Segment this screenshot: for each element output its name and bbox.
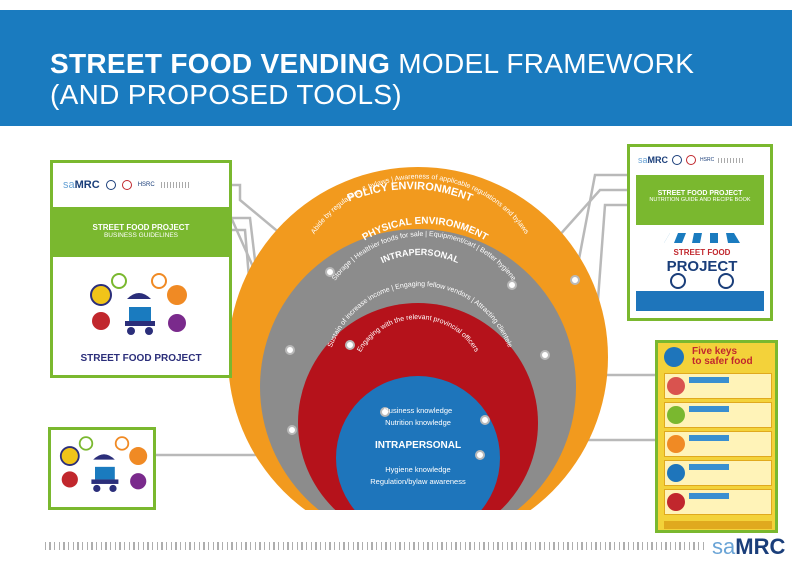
title-line2: (AND PROPOSED TOOLS) [50, 79, 402, 110]
barcode-strip-right [718, 157, 745, 163]
university-crest-icon-right [672, 155, 683, 165]
cart-logo-top: STREET FOOD [674, 248, 731, 257]
right-card-band-subtitle: NUTRITION GUIDE AND RECIPE BOOK [649, 197, 751, 203]
nutrition-guide-card[interactable]: saMRC HSRC STREET FOOD PROJECT NUTRITION… [627, 144, 773, 321]
header-banner: STREET FOOD VENDING MODEL FRAMEWORK (AND… [0, 10, 792, 126]
cook-thoroughly-icon [667, 435, 685, 453]
core-line2: Nutrition knowledge [385, 418, 451, 427]
right-card-green-band: STREET FOOD PROJECT NUTRITION GUIDE AND … [636, 175, 764, 225]
core-title: INTRAPERSONAL [375, 440, 461, 451]
core-line4: Regulation/bylaw awareness [370, 477, 466, 486]
card-band-title: STREET FOOD PROJECT [92, 223, 190, 232]
ring-core [336, 376, 500, 540]
right-card-band-title: STREET FOOD PROJECT [657, 190, 743, 197]
hsrc-logo: HSRC [137, 182, 155, 188]
street-food-project-brand: STREET FOOD PROJECT [80, 353, 202, 364]
title-rest: MODEL FRAMEWORK [390, 48, 695, 79]
footer-samrc-logo: saMRC [712, 534, 786, 559]
page-title: STREET FOOD VENDING MODEL FRAMEWORK (AND… [50, 48, 694, 110]
title-bold: STREET FOOD VENDING [50, 48, 391, 79]
separate-raw-cooked-icon [667, 406, 685, 424]
right-card-blue-footer [636, 291, 764, 311]
business-guidelines-card[interactable]: saMRC HSRC STREET FOOD PROJECT BUSINESS … [50, 160, 232, 378]
barcode-strip [160, 182, 191, 188]
institution-logo-icon-right [686, 155, 697, 165]
partner-logos-right: saMRC HSRC [638, 155, 745, 165]
street-food-cart-logo-icon: STREET FOOD PROJECT [664, 233, 740, 289]
food-cart-small-icon [59, 436, 148, 493]
poster-key-1 [664, 373, 772, 399]
card-green-band: STREET FOOD PROJECT BUSINESS GUIDELINES [53, 207, 229, 257]
food-cart-illustration-icon [90, 273, 187, 335]
cart-logo-bottom: PROJECT [667, 258, 738, 275]
safe-temperature-icon [667, 464, 685, 482]
card-band-subtitle: BUSINESS GUIDELINES [103, 232, 179, 239]
institution-logo-icon [121, 180, 132, 190]
who-globe-icon [664, 347, 684, 367]
core-line3: Hygiene knowledge [385, 465, 450, 474]
keep-clean-icon [667, 377, 685, 395]
poster-key-3 [664, 431, 772, 457]
partner-logos: saMRC HSRC [63, 179, 191, 191]
footer-barcode-strip [45, 542, 705, 550]
poster-key-4 [664, 460, 772, 486]
poster-key-5 [664, 489, 772, 515]
samrc-logo-right: saMRC [638, 155, 669, 165]
hsrc-logo-right: HSRC [700, 157, 715, 163]
samrc-logo: saMRC [63, 179, 100, 191]
poster-key-2 [664, 402, 772, 428]
core-line1: Business knowledge [384, 406, 452, 415]
connector-dots [285, 267, 580, 460]
poster-footer [664, 521, 772, 529]
cart-illustration-card[interactable] [48, 427, 156, 510]
university-crest-icon [105, 180, 116, 190]
safe-water-icon [667, 493, 685, 511]
